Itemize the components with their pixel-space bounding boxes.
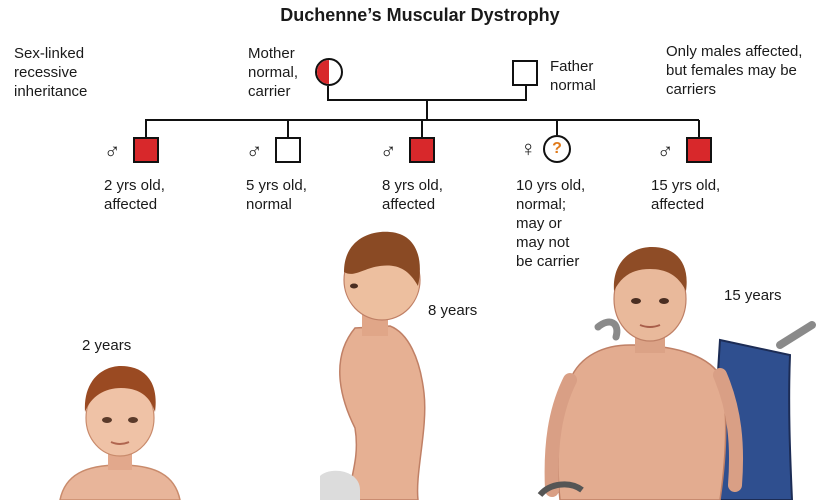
- child-female-circle: ?: [543, 135, 571, 163]
- descent-line: [426, 100, 428, 120]
- child-label: 2 yrs old, affected: [104, 176, 165, 214]
- mother-label-line: Mother: [248, 45, 295, 62]
- child-label-line: 15 yrs old,: [651, 177, 721, 194]
- child-label-line: may or: [516, 215, 562, 232]
- child-label-line: normal: [246, 196, 292, 213]
- child-label: 10 yrs old, normal; may or may not be ca…: [516, 176, 585, 271]
- child-affected-male-square: [133, 137, 159, 163]
- child-label-line: 8 yrs old,: [382, 177, 443, 194]
- child-drop-line: [287, 120, 289, 137]
- child-label: 5 yrs old, normal: [246, 176, 307, 214]
- note-line: carriers: [666, 81, 717, 98]
- child-normal-male-square: [275, 137, 301, 163]
- child-affected-male-square: [686, 137, 712, 163]
- note-line: but females may be: [666, 62, 797, 79]
- child-label: 8 yrs old, affected: [382, 176, 443, 214]
- note-line: Sex-linked: [14, 45, 85, 62]
- father-label: Father normal: [550, 57, 596, 95]
- child-drop-line: [698, 120, 700, 137]
- diagram-title: Duchenne’s Muscular Dystrophy: [280, 5, 560, 25]
- child-label-line: 2 yrs old,: [104, 177, 165, 194]
- illustration-age-label: 2 years: [82, 337, 132, 354]
- note-line: Only males affected,: [666, 43, 803, 60]
- father-drop-line: [525, 86, 527, 100]
- illustration-age-label: 15 years: [724, 287, 782, 304]
- unknown-carrier-mark: ?: [552, 140, 562, 157]
- father-label-line: Father: [550, 58, 594, 75]
- child-label-line: affected: [651, 196, 705, 213]
- male-symbol: ♂: [246, 138, 263, 163]
- child-label-line: 5 yrs old,: [246, 177, 307, 194]
- child-affected-male-square: [409, 137, 435, 163]
- child-label-line: 10 yrs old,: [516, 177, 586, 194]
- mother-drop-line: [327, 86, 329, 100]
- child-label-line: affected: [104, 196, 158, 213]
- illustration-age-label: 8 years: [428, 302, 478, 319]
- male-symbol: ♂: [104, 138, 121, 163]
- child-label-line: normal;: [516, 196, 567, 213]
- carrier-fill: [317, 60, 329, 84]
- mother-label: Mother normal, carrier: [248, 44, 298, 101]
- child-label-line: be carrier: [516, 253, 580, 270]
- child-drop-line: [556, 120, 558, 135]
- toddler-illustration: [59, 366, 181, 500]
- child-drop-line: [421, 120, 423, 137]
- inheritance-note: Sex-linked recessive inheritance: [14, 44, 87, 101]
- teen-wheelchair-illustration: [537, 247, 816, 500]
- female-symbol: ♀: [520, 136, 537, 161]
- child-label-line: may not: [516, 234, 570, 251]
- father-symbol: [512, 60, 538, 86]
- child-drop-line: [145, 120, 147, 137]
- child-label-line: affected: [382, 196, 436, 213]
- father-label-line: normal: [550, 77, 596, 94]
- male-symbol: ♂: [380, 138, 397, 163]
- child-8-illustration: [320, 231, 426, 500]
- child-label: 15 yrs old, affected: [651, 176, 720, 214]
- mother-label-line: normal,: [248, 64, 299, 81]
- note-line: recessive: [14, 64, 78, 81]
- mother-carrier-symbol: [315, 58, 343, 86]
- male-symbol: ♂: [657, 138, 674, 163]
- mother-label-line: carrier: [248, 83, 291, 100]
- note-line: inheritance: [14, 83, 88, 100]
- carrier-note: Only males affected, but females may be …: [666, 42, 802, 99]
